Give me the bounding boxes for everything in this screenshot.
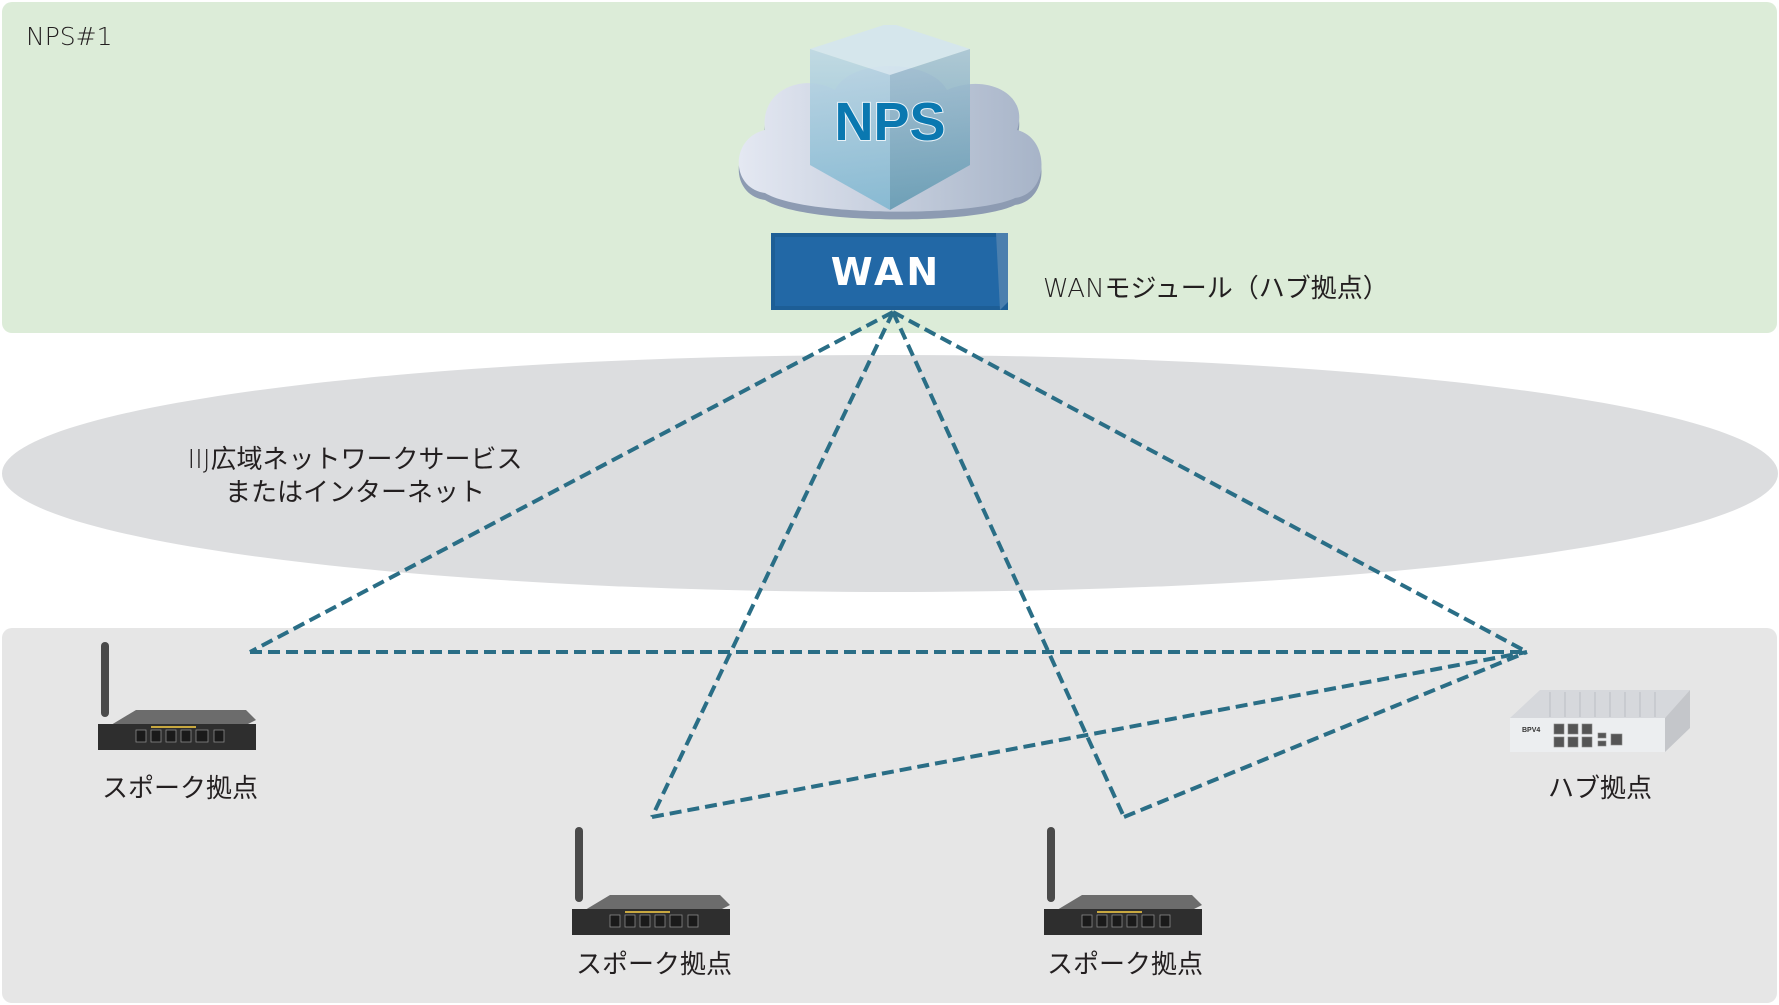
wan-box-text: WAN [831,250,941,294]
nps-cloud-icon: NPS [738,25,1042,220]
appliance-server-icon: BPV4 [1510,690,1690,752]
hub-device-badge: BPV4 [1522,727,1540,734]
spoke-site-label: スポーク拠点 [1046,950,1203,980]
nps-logo-text: NPS [834,92,945,152]
wireless-router-icon [572,827,730,935]
network-service-label: IIJ広域ネットワークサービス またはインターネット [150,444,560,510]
wan-module-box: WAN [771,233,1008,310]
nps-zone-label: NPS#1 [26,22,113,51]
wireless-router-icon [98,642,256,750]
sites-zone-panel [2,628,1777,1003]
hub-site-label: ハブ拠点 [1547,774,1652,804]
wan-module-label: WANモジュール（ハブ拠点） [1043,274,1389,304]
spoke-site-label: スポーク拠点 [575,950,732,980]
network-label-line1: IIJ広域ネットワークサービス [187,445,523,475]
spoke-site-label: スポーク拠点 [101,774,258,804]
wireless-router-icon [1044,827,1202,935]
network-label-line2: またはインターネット [224,478,485,508]
